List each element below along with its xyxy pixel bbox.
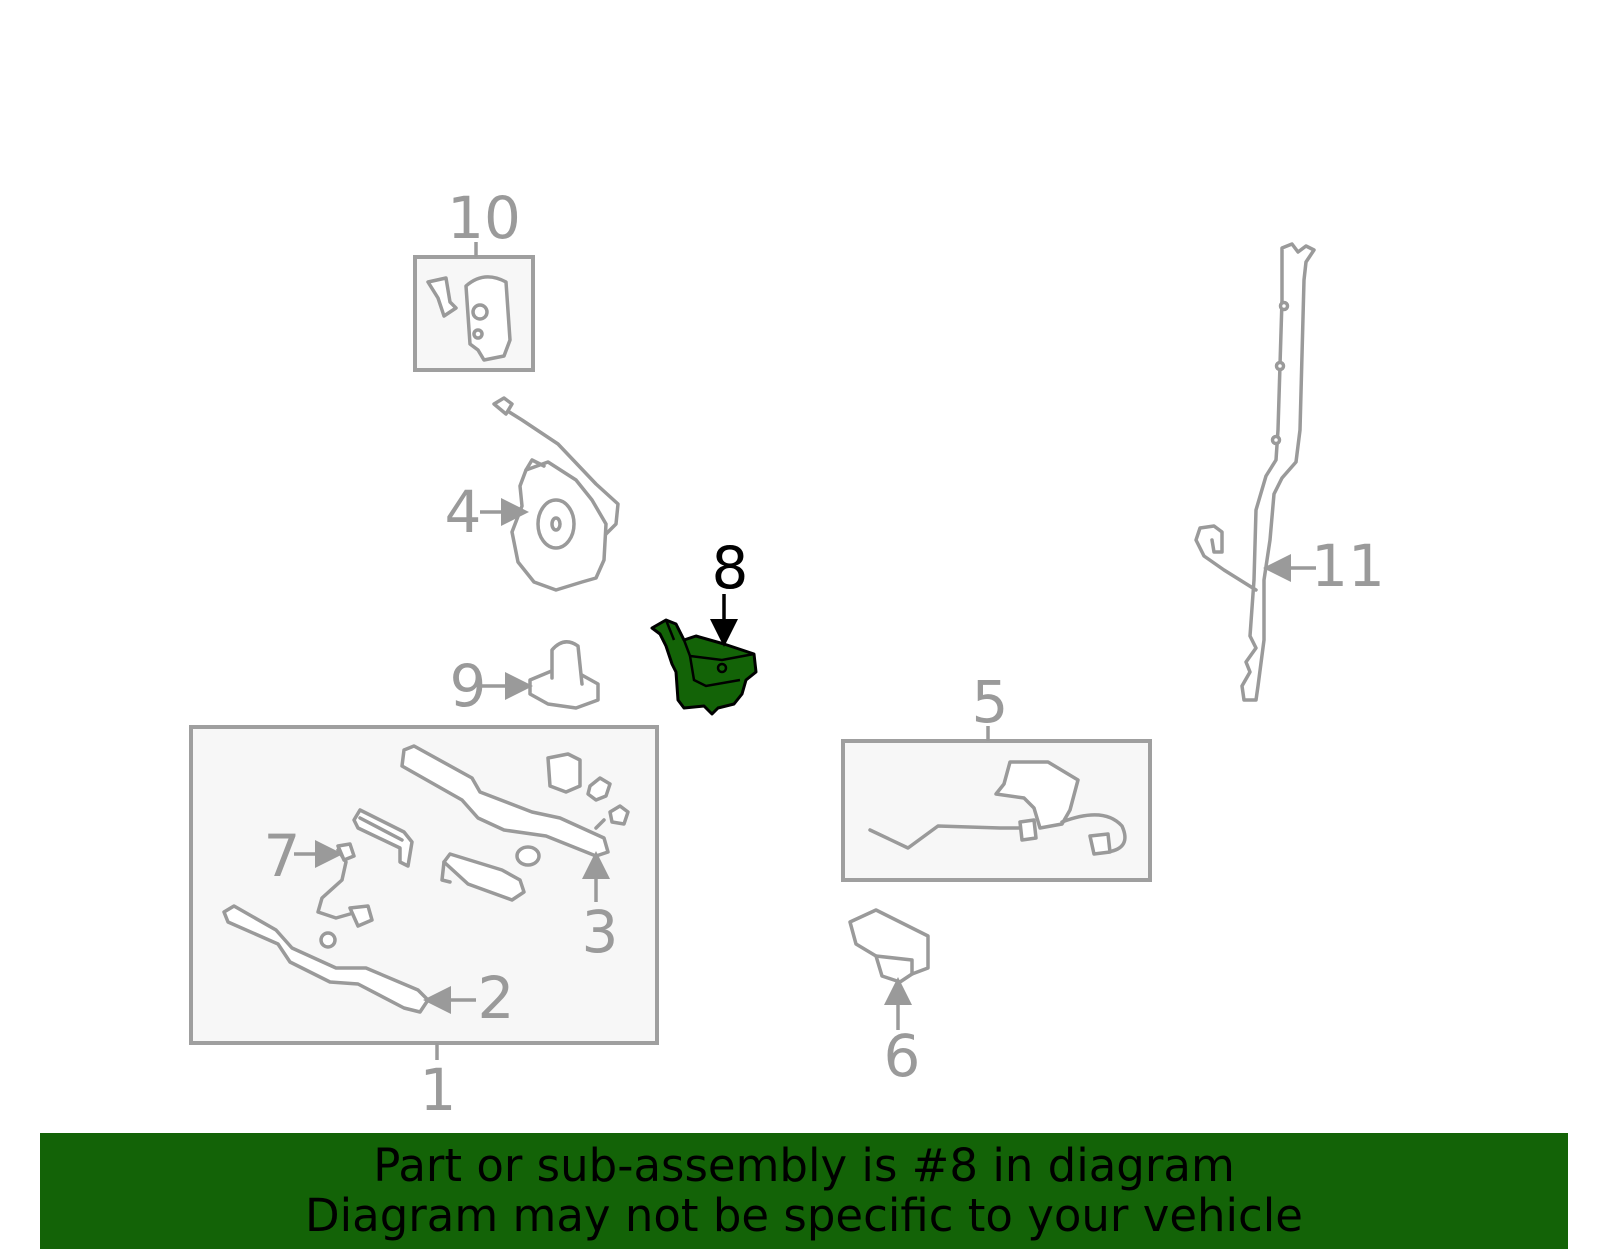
callout-7: 7 — [264, 822, 301, 890]
banner-line-2: Diagram may not be specific to your vehi… — [305, 1189, 1303, 1242]
callout-4: 4 — [445, 478, 482, 546]
part-5-handle-shape — [994, 760, 1080, 830]
part-9-loop-shape — [550, 640, 584, 686]
callout-6: 6 — [884, 1022, 921, 1090]
banner-line-1: Part or sub-assembly is #8 in diagram — [373, 1139, 1235, 1192]
part-5-box — [841, 739, 1152, 882]
callout-11: 11 — [1311, 532, 1385, 600]
part-8-group: 8 — [650, 534, 758, 716]
callout-1: 1 — [420, 1056, 457, 1124]
part-4-group: 4 — [445, 396, 620, 592]
part-11-group: 11 — [1194, 242, 1385, 702]
part-1-group: 1 3 7 2 — [189, 725, 659, 1124]
part-11-rod-shape — [1240, 242, 1316, 702]
callout-2: 2 — [478, 964, 515, 1032]
part-6-bracket-shape — [848, 908, 930, 984]
part-8-latch-shape — [650, 618, 758, 716]
callout-10: 10 — [447, 184, 521, 252]
info-banner: Part or sub-assembly is #8 in diagram Di… — [40, 1133, 1568, 1249]
callout-9: 9 — [450, 652, 487, 720]
part-10-group: 10 — [413, 184, 535, 372]
callout-8: 8 — [712, 534, 749, 602]
part-10-bracket-shape — [426, 276, 458, 318]
part-9-group: 9 — [450, 640, 600, 720]
part-10-cylinder-shape — [464, 275, 512, 362]
part-6-group: 6 — [848, 908, 930, 1090]
part-5-group: 5 — [841, 668, 1152, 882]
callout-5: 5 — [972, 668, 1009, 736]
callout-3: 3 — [582, 898, 619, 966]
